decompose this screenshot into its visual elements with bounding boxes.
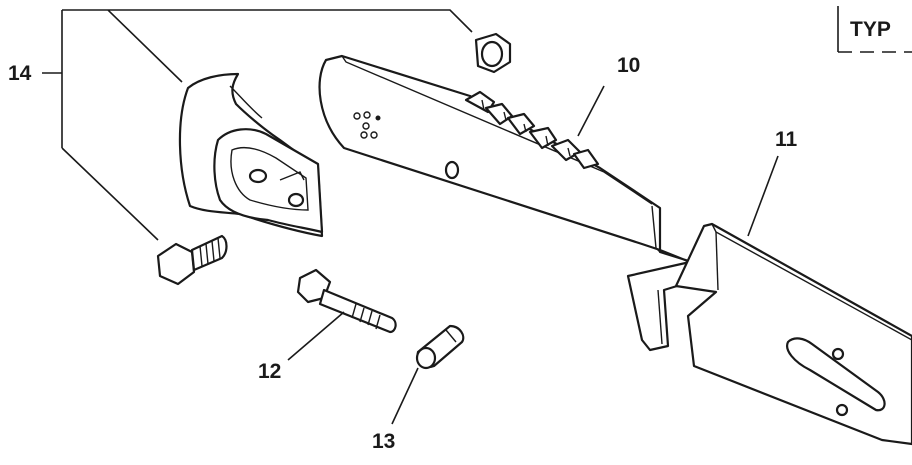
callout-13: 13	[372, 430, 395, 453]
typ-note-frame	[837, 6, 912, 53]
callout-11: 11	[775, 128, 798, 151]
part-11-bar-plate	[674, 222, 912, 446]
part-13-adjuster-pin	[415, 324, 465, 370]
leader-lines	[287, 85, 779, 425]
callout-12: 12	[258, 360, 281, 383]
part-14-nut	[474, 32, 512, 74]
callout-14: 14	[8, 62, 32, 85]
part-14-bolt	[156, 234, 228, 286]
callout-10: 10	[617, 54, 640, 77]
part-10-chain	[464, 90, 600, 170]
leader-12	[287, 311, 345, 361]
part-12-stud	[296, 268, 397, 334]
leader-10	[577, 85, 605, 137]
part-10-guide-bar	[318, 54, 694, 352]
callout-14-bracket	[42, 9, 473, 241]
leader-13	[391, 367, 419, 425]
part-14-cover-plate	[178, 72, 324, 238]
leader-11	[747, 155, 779, 237]
typ-note: TYP	[850, 18, 891, 41]
